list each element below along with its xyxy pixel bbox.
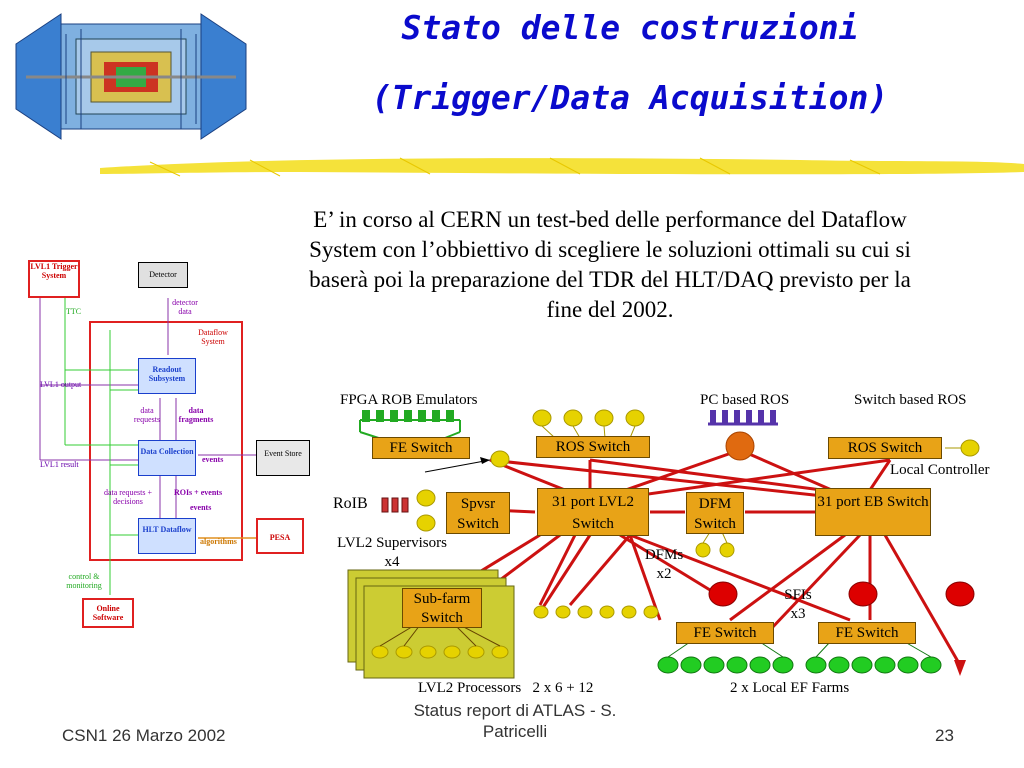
readout-subsystem-box: Readout Subsystem	[138, 358, 196, 394]
atlas-detector-logo	[6, 4, 256, 154]
dataflow-system-label: Dataflow System	[198, 328, 228, 346]
lvl2-processors-label: LVL2 Processors 2 x 6 + 12	[418, 680, 594, 696]
spvsr-switch-box: Spvsr Switch	[446, 492, 510, 534]
lvl1-result-label: LVL1 result	[40, 460, 79, 469]
local-ef-farms-label: 2 x Local EF Farms	[730, 680, 850, 696]
ttc-label: TTC	[66, 307, 82, 316]
lvl1-trigger-box: LVL1 Trigger System	[28, 260, 80, 298]
control-monitoring-label: control & monitoring	[66, 572, 102, 590]
lvl2-switch-box: 31 port LVL2 Switch	[537, 488, 649, 536]
rois-events-label: ROIs + events	[173, 488, 223, 497]
switch-ros-label: Switch based ROS	[854, 392, 967, 408]
data-requests-decisions-label: data requests + decisions	[103, 488, 153, 506]
fpga-rob-label: FPGA ROB Emulators	[340, 392, 478, 408]
data-fragments-label: data fragments	[178, 406, 214, 424]
online-software-box: Online Software	[82, 598, 134, 628]
ros-switch-1-box: ROS Switch	[536, 436, 650, 458]
local-controller-label: Local Controller	[890, 462, 990, 478]
eb-switch-box: 31 port EB Switch	[815, 488, 931, 536]
algorithms-label: algorithms	[200, 537, 237, 546]
ros-switch-2-box: ROS Switch	[828, 437, 942, 459]
subfarm-switch-box: Sub-farm Switch	[402, 588, 482, 628]
footer-date: CSN1 26 Marzo 2002	[62, 726, 226, 745]
slide-paragraph: E’ in corso al CERN un test-bed delle pe…	[309, 207, 911, 322]
page-number: 23	[935, 726, 954, 745]
title-underline	[100, 150, 1024, 180]
pc-ros-label: PC based ROS	[700, 392, 790, 408]
dfm-switch-box: DFM Switch	[686, 492, 744, 534]
sfis-label: SFIs x3	[784, 587, 812, 622]
fe-switch-b-box: FE Switch	[818, 622, 916, 644]
hlt-dataflow-box: HLT Dataflow	[138, 518, 196, 554]
fe-switch-a-box: FE Switch	[676, 622, 774, 644]
pesa-box: PESA	[256, 518, 304, 554]
data-collection-box: Data Collection	[138, 440, 196, 476]
events-label: events	[202, 455, 224, 464]
detector-box: Detector	[138, 262, 188, 288]
lvl1-output-label: LVL1 output	[40, 380, 82, 389]
detector-data-label: detector data	[172, 298, 198, 316]
roib-label: RoIB	[333, 495, 368, 512]
slide-title-line1: Stato delle costruzioni	[401, 8, 859, 47]
slide-title-line2: (Trigger/Data Acquisition)	[371, 78, 889, 117]
events2-label: events	[190, 503, 212, 512]
lvl2-supervisors-label: LVL2 Supervisors x4	[337, 535, 447, 570]
footer-title: Status report di ATLAS - S. Patricelli	[413, 701, 617, 741]
event-store-box: Event Store	[256, 440, 310, 476]
fe-switch-top-box: FE Switch	[372, 437, 470, 459]
dataflow-diagram	[20, 250, 320, 640]
data-requests-label: data requests	[133, 406, 161, 424]
dfms-label: DFMs x2	[644, 547, 684, 582]
